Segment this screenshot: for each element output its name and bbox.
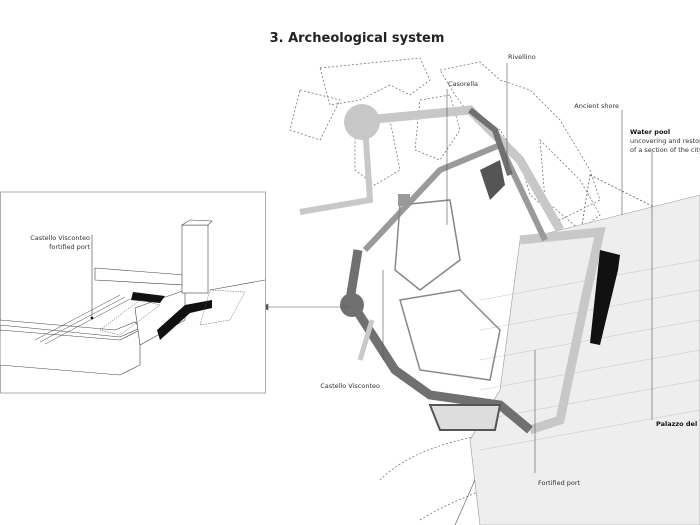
label-water-pool-desc1: uncovering and restora <box>630 137 700 145</box>
label-casorella: Casorella <box>448 80 478 88</box>
label-water-pool-desc2: of a section of the city <box>630 146 700 154</box>
label-water-pool: Water pool <box>630 128 670 136</box>
diagram-title: 3. Archeological system <box>270 31 445 46</box>
inset-label-castello: Castello Visconteo <box>30 234 90 242</box>
label-palazzo: Palazzo del <box>656 420 697 428</box>
shore-area <box>469 194 700 525</box>
label-castello-visconteo: Castello Visconteo <box>320 382 380 390</box>
label-fortified-port: Fortified port <box>538 479 581 487</box>
leader-lines <box>261 63 653 525</box>
label-ancient-shore: Ancient shore <box>574 102 619 110</box>
inset-axonometric: Castello Visconteo fortified port <box>0 191 266 394</box>
castle-walls <box>299 104 620 435</box>
inset-label-port: fortified port <box>49 243 90 251</box>
label-rivellino: Rivellino <box>508 53 536 61</box>
